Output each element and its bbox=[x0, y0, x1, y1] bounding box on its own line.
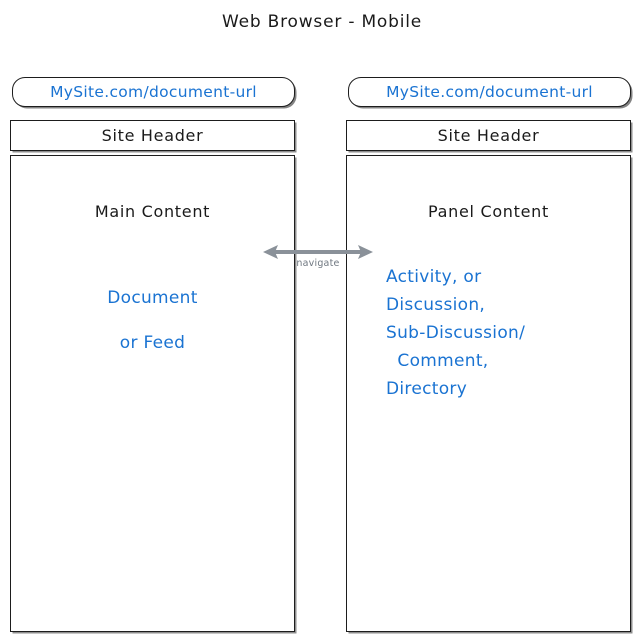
left-content-line-1: Document bbox=[107, 288, 198, 308]
arrowhead-left-icon bbox=[263, 245, 278, 259]
left-main-content-panel: Main Content Document or Feed bbox=[10, 155, 295, 632]
left-site-header: Site Header bbox=[10, 120, 295, 151]
right-content-line-3: Sub-Discussion/ bbox=[386, 323, 526, 343]
right-url-text: MySite.com/document-url bbox=[386, 83, 593, 101]
navigate-connector-arrow bbox=[263, 245, 373, 259]
connector-label: navigate bbox=[296, 258, 340, 269]
left-content-heading: Main Content bbox=[94, 202, 211, 221]
left-url-text: MySite.com/document-url bbox=[50, 83, 257, 101]
right-content-line-5: Directory bbox=[386, 379, 468, 399]
left-url-bar[interactable]: MySite.com/document-url bbox=[12, 77, 295, 107]
right-site-header-label: Site Header bbox=[437, 126, 540, 145]
right-content-heading: Panel Content bbox=[428, 202, 549, 221]
right-site-header: Site Header bbox=[346, 120, 631, 151]
right-content-line-1: Activity, or bbox=[386, 267, 482, 287]
left-content-line-2: or Feed bbox=[119, 333, 186, 353]
right-content-line-2: Discussion, bbox=[386, 295, 486, 315]
right-content-line-4: Comment, bbox=[386, 351, 489, 371]
page-title: Web Browser - Mobile bbox=[221, 12, 423, 32]
left-site-header-label: Site Header bbox=[101, 126, 204, 145]
right-panel-content-panel: Panel Content Activity, or Discussion, S… bbox=[346, 155, 631, 632]
arrowhead-right-icon bbox=[358, 245, 373, 259]
right-url-bar[interactable]: MySite.com/document-url bbox=[348, 77, 631, 107]
